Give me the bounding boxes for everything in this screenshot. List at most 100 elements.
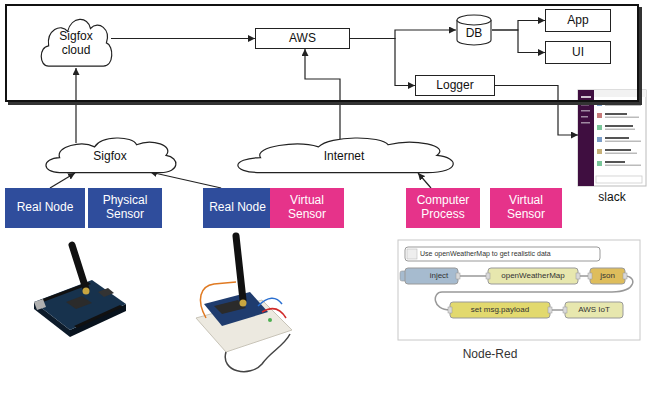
slack-screenshot-part <box>581 110 590 112</box>
sigfox-board-photo-part <box>72 245 86 289</box>
virtual-node-photo-part <box>258 298 282 306</box>
virtual-node-photo-part <box>236 236 243 300</box>
flow-arrow <box>495 86 578 136</box>
flow-arrow <box>492 30 545 53</box>
flow-comment: Use openWeatherMap to get realistic data <box>420 250 551 258</box>
flow-node-label: set msg.payload <box>450 302 550 318</box>
slack-screenshot-part-part <box>605 113 627 115</box>
slack-screenshot-part-part <box>597 113 602 118</box>
node-red-screenshot-part <box>588 273 592 279</box>
sigfox-board-photo-part <box>83 288 90 295</box>
image-caption: Node-Red <box>463 348 518 362</box>
app-box: App <box>545 9 611 32</box>
flow-node-label: openWeatherMap <box>488 268 578 284</box>
node-label: Internet <box>324 150 365 164</box>
slack-screenshot-part-part <box>605 153 637 155</box>
sigfox-board-photo-part <box>66 296 92 309</box>
flow-arrow <box>350 39 415 86</box>
cloud-outline <box>46 138 176 173</box>
node-label: DB <box>466 27 483 41</box>
node-label: Real Node <box>17 201 74 215</box>
flow-arrow <box>75 68 76 143</box>
slack-screenshot-part-part <box>605 149 631 151</box>
flow-arrow <box>50 173 75 188</box>
node-red-screenshot <box>398 240 640 340</box>
virtual-node-photo-part <box>204 292 268 326</box>
node-label: AWS <box>289 32 316 46</box>
slack-screenshot-part <box>581 122 590 124</box>
sigfox-board-photo-part <box>98 288 114 297</box>
slack-screenshot-part-part <box>597 161 602 166</box>
sensor-box: Virtual Sensor <box>270 188 344 228</box>
node-label: UI <box>572 46 584 60</box>
node-red-screenshot-part <box>398 240 640 340</box>
slack-screenshot-part-part <box>605 161 625 163</box>
slack-screenshot-part-part <box>605 165 641 167</box>
service-box: AWS <box>255 28 350 49</box>
slack-screenshot-part <box>581 116 588 118</box>
node-red-screenshot-part <box>548 307 552 313</box>
cloud-outline <box>41 19 112 66</box>
node-label: App <box>567 14 588 28</box>
real-node-box: Real Node <box>203 188 272 228</box>
slack-screenshot-part-part <box>597 101 602 106</box>
node-label: Sigfox <box>93 150 126 164</box>
real-node-box: Real Node <box>5 188 85 228</box>
sensor-box: Virtual Sensor <box>490 188 562 228</box>
logger-box: Logger <box>415 75 495 96</box>
slack-screenshot-part-part <box>605 117 639 119</box>
virtual-node-photo-part <box>200 282 236 318</box>
flow-node-label: AWS IoT <box>565 302 623 318</box>
virtual-node-photo-part <box>262 309 286 318</box>
sigfox-board-photo-part <box>34 280 126 330</box>
slack-screenshot-part <box>581 96 591 98</box>
node-red-screenshot-part <box>563 307 567 313</box>
flow-node-label: inject <box>420 268 458 284</box>
slack-screenshot: slack <box>578 90 646 186</box>
virtual-node-photo <box>196 236 292 372</box>
slack-screenshot-part <box>578 90 594 186</box>
database-cylinder: DB <box>456 14 492 46</box>
slack-screenshot-part-part <box>597 125 602 130</box>
network-cloud: Sigfox <box>40 134 180 174</box>
flow-node-label: inject <box>430 271 449 280</box>
network-cloud: Internet <box>228 134 460 174</box>
flow-arrow <box>305 49 340 139</box>
process-box: Computer Process <box>406 188 480 228</box>
system-frame: Sigfox cloud AWS DB AppUI Logger <box>5 4 639 102</box>
node-red-screenshot-part <box>458 275 488 277</box>
slack-screenshot-part <box>594 90 646 97</box>
node-red-screenshot-part <box>450 302 550 318</box>
virtual-node-photo-part <box>225 334 290 372</box>
slack-screenshot-part-part <box>605 125 633 127</box>
node-red-screenshot-part <box>407 249 417 259</box>
node-red-screenshot-part <box>456 273 460 279</box>
node-label: Physical Sensor <box>92 194 158 222</box>
node-label: Sigfox cloud <box>52 30 100 58</box>
sigfox-board-photo-part <box>74 305 123 328</box>
slack-screenshot-part-part <box>605 101 631 103</box>
flow-node-label: openWeatherMap <box>501 271 564 280</box>
flow-node-label: set msg.payload <box>471 305 529 314</box>
flow-arrow <box>418 173 431 188</box>
flow-comment: Use openWeatherMap to get realistic data <box>420 247 598 261</box>
node-red-screenshot-part <box>405 268 458 284</box>
virtual-node-photo-part <box>214 300 246 314</box>
slack-screenshot <box>578 90 646 186</box>
node-red-screenshot-part <box>488 268 578 284</box>
node-red-screenshot-part <box>623 273 627 279</box>
slack-screenshot-part <box>578 90 646 186</box>
cloud-outline <box>238 138 453 173</box>
flow-arrow <box>350 30 456 39</box>
flow-arrow <box>111 38 255 39</box>
slack-screenshot-part-part <box>605 137 629 139</box>
node-red-screenshot-part <box>565 302 623 318</box>
slack-screenshot-part-part <box>605 129 635 131</box>
screenshot-caption: slack <box>578 191 646 205</box>
node-red-screenshot-part <box>590 268 625 284</box>
slack-screenshot-part-part <box>597 137 602 142</box>
flow-arrow <box>492 21 545 31</box>
flow-node-label: json <box>590 268 625 284</box>
